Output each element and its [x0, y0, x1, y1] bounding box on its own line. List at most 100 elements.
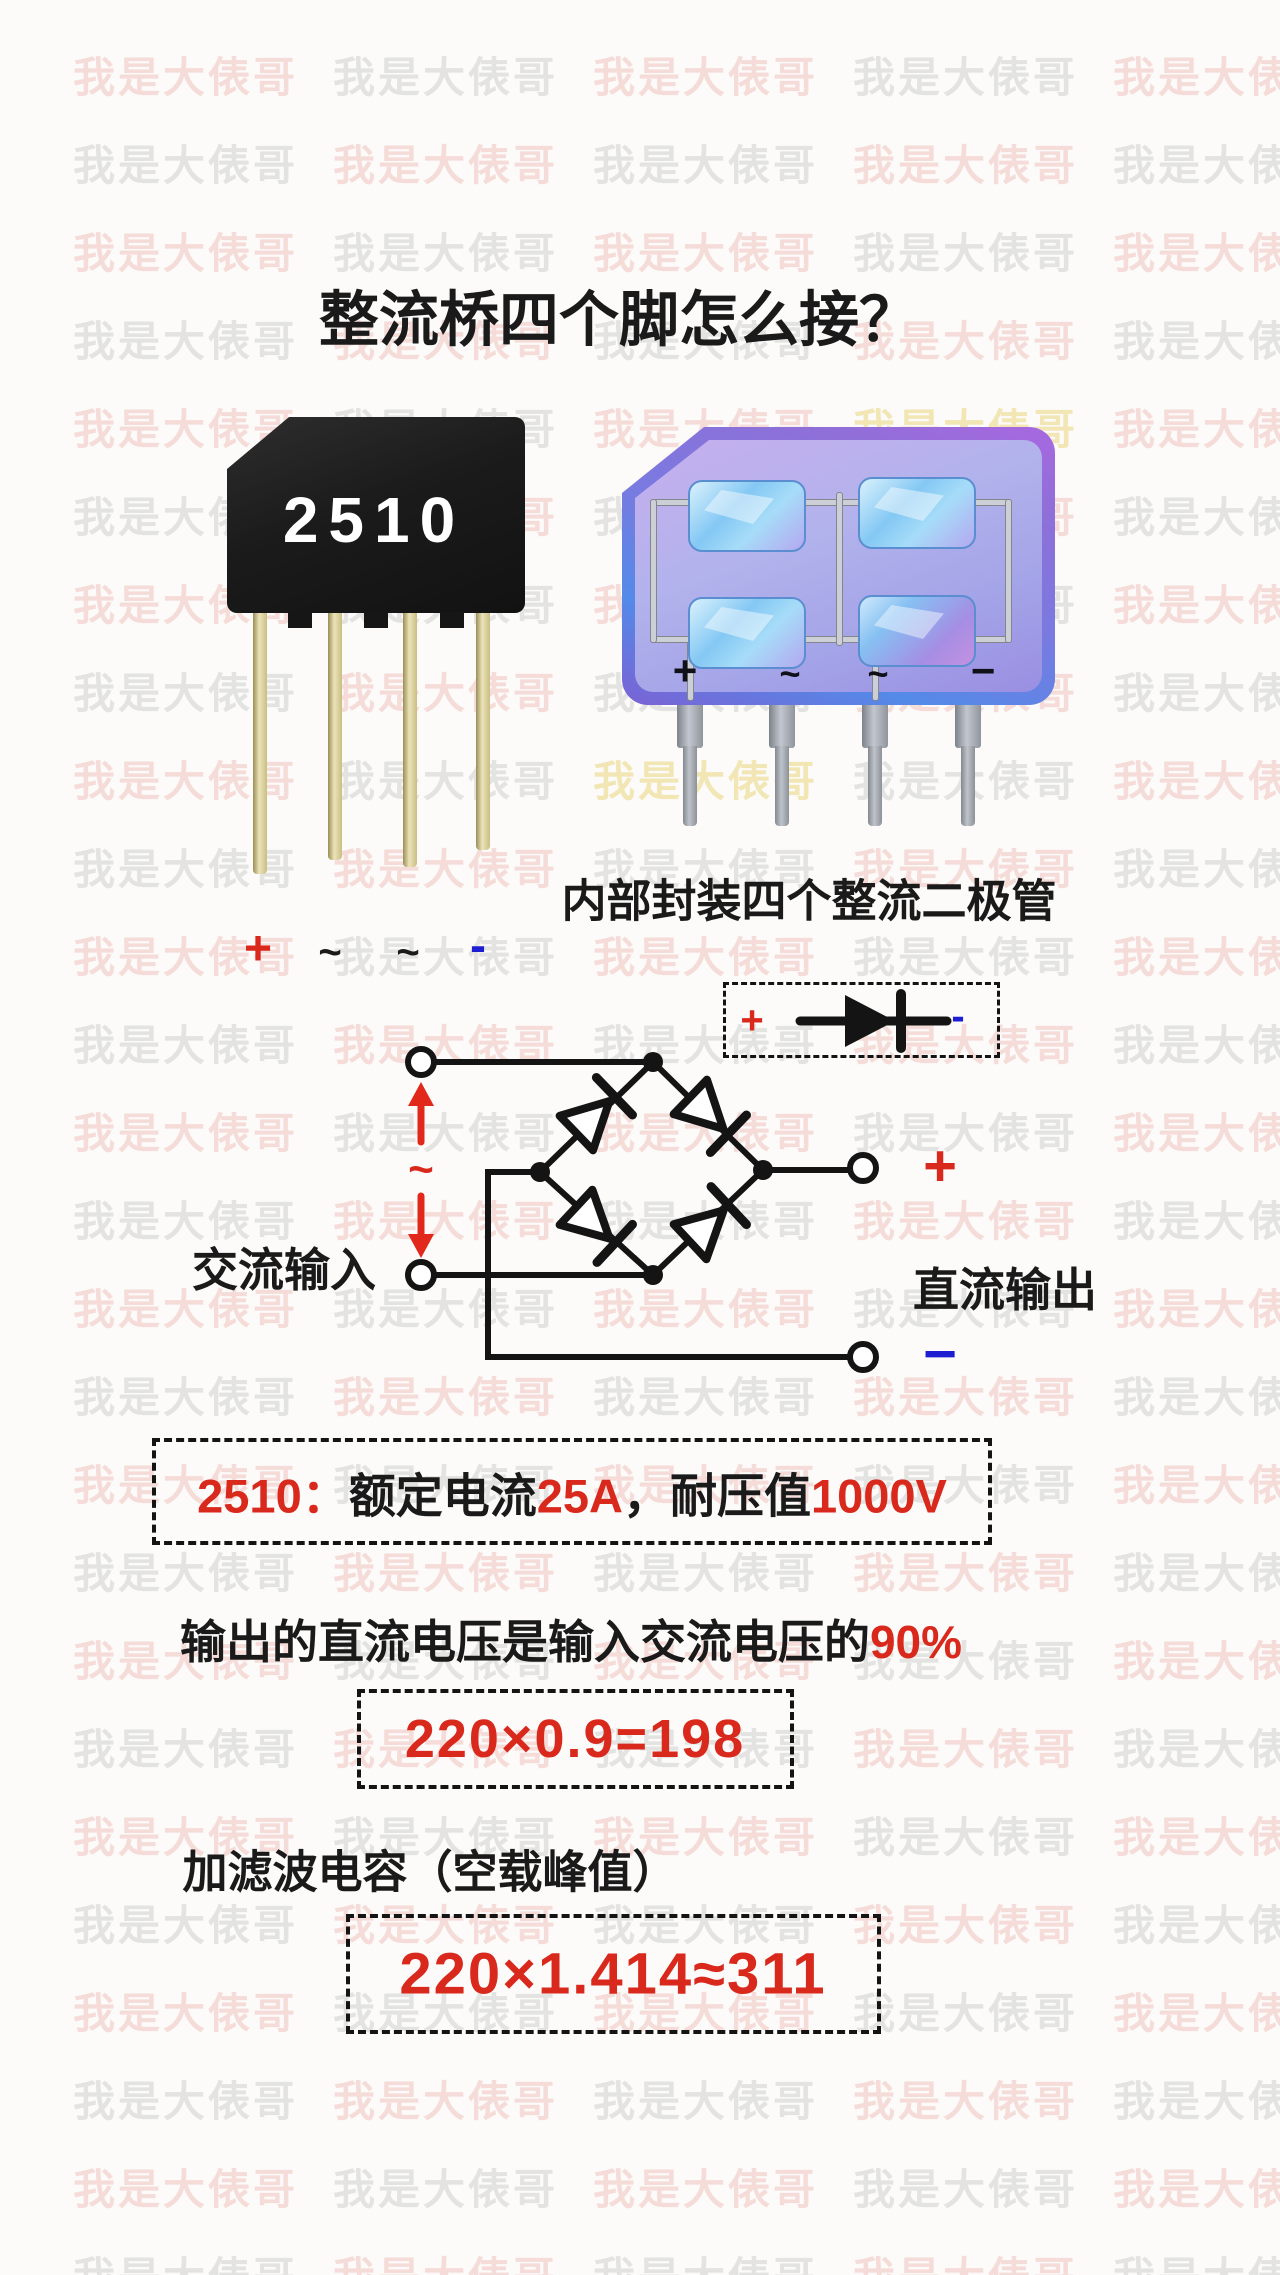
watermark-text: 我是大俵哥: [853, 2244, 1078, 2275]
watermark-text: 我是大俵哥: [73, 934, 299, 981]
metal-pin: [955, 700, 981, 748]
watermark-text: 我是大俵哥: [333, 142, 559, 189]
watermark-text: 我是大俵哥: [73, 1374, 299, 1421]
watermark-text: 我是大俵哥: [853, 2078, 1079, 2125]
rectifier-package-model: 2510: [282, 484, 466, 556]
watermark-text: 我是大俵哥: [1113, 1022, 1280, 1069]
watermark-text: 我是大俵哥: [593, 1462, 819, 1509]
internal-caption: 内部封装四个整流二极管: [561, 875, 1057, 927]
watermark-text: 我是大俵哥: [593, 318, 819, 365]
watermark-text: 我是大俵哥: [853, 846, 1079, 893]
watermark-text: 我是大俵哥: [1113, 1550, 1280, 1597]
watermark-text: 我是大俵哥: [1113, 494, 1280, 541]
watermark-text: 我是大俵哥: [593, 2166, 819, 2213]
watermark-text: 我是大俵哥: [333, 1110, 559, 1157]
watermark-text: 我是大俵哥: [1113, 1726, 1280, 1773]
watermark-text: 我是大俵哥: [853, 1990, 1079, 2037]
ratio-percent: 90%: [869, 1616, 963, 1668]
watermark-text: 我是大俵哥: [853, 318, 1079, 365]
watermark-text: 我是大俵哥: [73, 2078, 299, 2125]
diode-legend-box: [723, 982, 1000, 1058]
watermark-text: 我是大俵哥: [333, 54, 559, 101]
diode-crystal: [688, 480, 806, 552]
watermark-text: 我是大俵哥: [333, 230, 559, 277]
peak-calc-box: [346, 1914, 881, 2034]
watermark-text: 我是大俵哥: [73, 1814, 299, 1861]
watermark-text: 我是大俵哥: [73, 2166, 299, 2213]
legend-plus: +: [740, 998, 764, 1043]
watermark-text: 我是大俵哥: [333, 758, 559, 805]
watermark-text: 我是大俵哥: [333, 318, 559, 365]
ratio-text: 输出的直流电压是输入交流电压的: [179, 1616, 870, 1668]
watermark-text: 我是大俵哥: [1113, 2166, 1280, 2213]
watermark-text: 我是大俵哥: [333, 1462, 559, 1509]
watermark-text: 我是大俵哥: [73, 1462, 299, 1509]
package-pin: [253, 612, 267, 874]
watermark-text: 我是大俵哥: [593, 1638, 819, 1685]
watermark-text: 我是大俵哥: [853, 934, 1079, 981]
watermark-text: 我是大俵哥: [593, 1726, 819, 1773]
lead-frame-rod: [836, 492, 843, 646]
watermark-text: 我是大俵哥: [73, 54, 299, 101]
watermark-text: 我是大俵哥: [333, 1022, 559, 1069]
watermark-text: 我是大俵哥: [1113, 1902, 1280, 1949]
metal-pin: [961, 746, 975, 826]
watermark-text: 我是大俵哥: [333, 1726, 559, 1773]
watermark-text: 我是大俵哥: [1113, 1814, 1280, 1861]
watermark-text: 我是大俵哥: [593, 934, 819, 981]
ac-tilde-label: ~: [408, 1145, 434, 1194]
watermark-text: 我是大俵哥: [1113, 1110, 1280, 1157]
watermark-text: 我是大俵哥: [1113, 846, 1280, 893]
watermark-text: 我是大俵哥: [73, 2244, 298, 2275]
rectifier-package-photo: [227, 417, 525, 613]
watermark-text: 我是大俵哥: [1113, 54, 1280, 101]
watermark-text: 我是大俵哥: [1113, 2078, 1280, 2125]
watermark-text: 我是大俵哥: [853, 230, 1079, 277]
ratio-line: 输出的直流电压是输入交流电压的90%: [180, 1606, 962, 1672]
watermark-text: 我是大俵哥: [333, 1638, 559, 1685]
filter-capacitor-line: 加滤波电容（空载峰值）: [182, 1846, 678, 1898]
lead-frame-rod: [1005, 499, 1012, 643]
watermark-text: 我是大俵哥: [1113, 318, 1280, 365]
watermark-text: 我是大俵哥: [593, 1550, 819, 1597]
watermark-text: 我是大俵哥: [853, 1550, 1079, 1597]
pin-label-ac1: ~: [779, 653, 801, 694]
watermark-text: 我是大俵哥: [1113, 406, 1280, 453]
watermark-text: 我是大俵哥: [73, 230, 299, 277]
watermark-text: 我是大俵哥: [73, 1550, 299, 1597]
peak-calc-text: 220×1.414≈311: [399, 1941, 827, 2007]
watermark-text: 我是大俵哥: [853, 1110, 1079, 1157]
watermark-text: 我是大俵哥: [853, 1814, 1079, 1861]
watermark-text: 我是大俵哥: [853, 1638, 1079, 1685]
watermark-text: 我是大俵哥: [593, 1902, 819, 1949]
metal-pin: [775, 746, 789, 826]
watermark-text: 我是大俵哥: [593, 1286, 819, 1333]
pin-label-ac1: ~: [318, 930, 342, 975]
watermark-text: 我是大俵哥: [853, 54, 1079, 101]
spec-current-label: 额定电流: [348, 1469, 537, 1523]
watermark-text: 我是大俵哥: [333, 1814, 559, 1861]
watermark-text: 我是大俵哥: [593, 142, 819, 189]
watermark-text: 我是大俵哥: [73, 1726, 299, 1773]
metal-pin: [683, 746, 697, 826]
spec-text: 2510：额定电流25A，耐压值1000V: [197, 1458, 947, 1527]
watermark-text: 我是大俵哥: [593, 1990, 819, 2037]
package-pin: [476, 612, 490, 850]
watermark-text: 我是大俵哥: [73, 1990, 299, 2037]
pin-label-minus: −: [970, 647, 996, 694]
watermark-text: 我是大俵哥: [333, 1550, 559, 1597]
dc-plus-label: +: [923, 1133, 957, 1199]
watermark-text: 我是大俵哥: [333, 2166, 559, 2213]
page-title: 整流桥四个脚怎么接？: [319, 286, 919, 354]
watermark-text: 我是大俵哥: [73, 1198, 299, 1245]
pin-label-plus: +: [243, 922, 273, 976]
watermark-text: 我是大俵哥: [593, 846, 819, 893]
watermark-text: 我是大俵哥: [853, 1462, 1079, 1509]
pin-label-ac2: ~: [396, 930, 420, 975]
watermark-text: 我是大俵哥: [853, 1286, 1079, 1333]
spec-current-value: 25A: [536, 1469, 623, 1523]
watermark-text: 我是大俵哥: [1113, 758, 1280, 805]
package-pin: [403, 612, 417, 867]
watermark-text: 我是大俵哥: [73, 1638, 299, 1685]
